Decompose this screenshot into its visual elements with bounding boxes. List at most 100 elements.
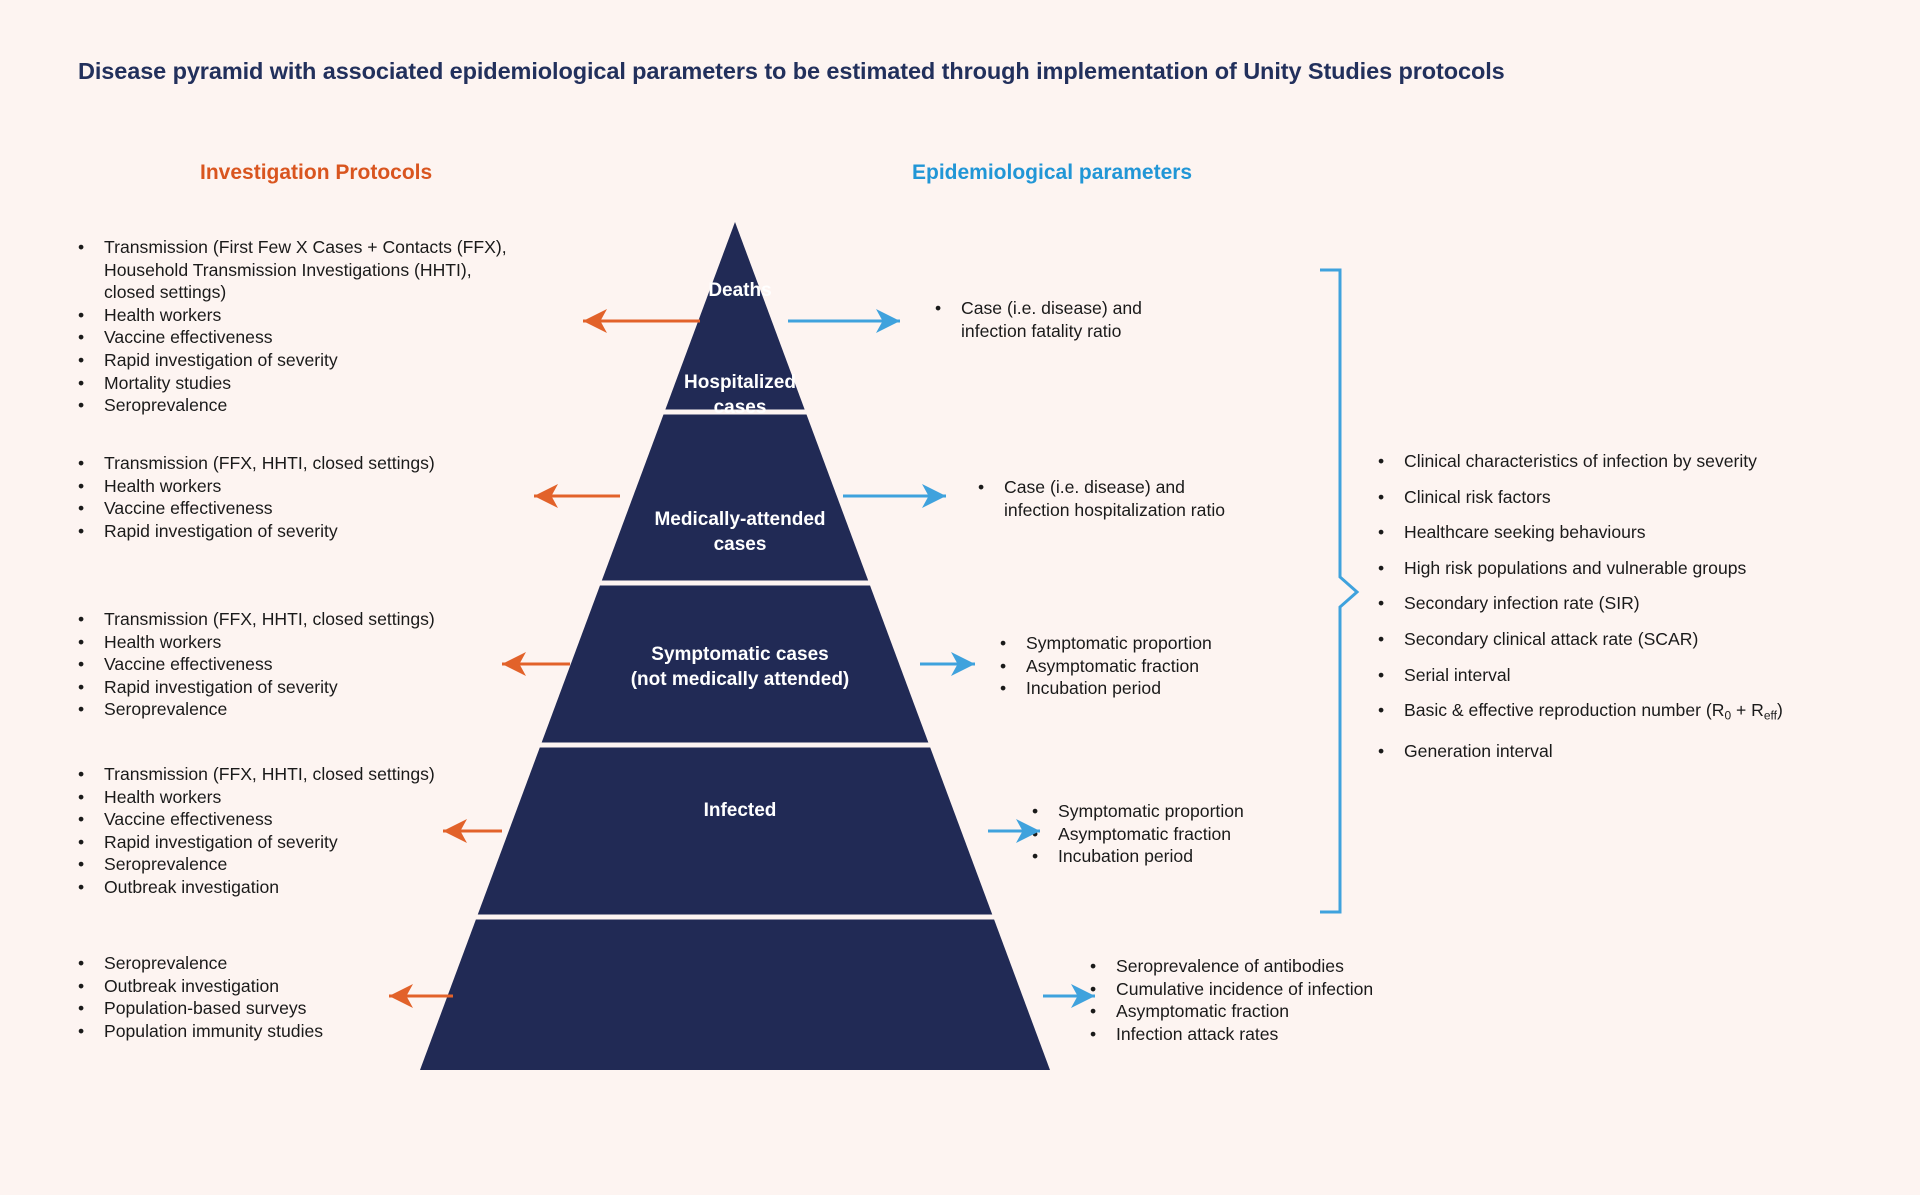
list-item: •Seroprevalence of antibodies bbox=[1090, 955, 1470, 978]
column-heading-epidemiological-parameters: Epidemiological parameters bbox=[912, 161, 1193, 184]
bullet-icon: • bbox=[78, 786, 85, 807]
list-item-label: Rapid investigation of severity bbox=[104, 349, 338, 370]
list-item: • Case (i.e. disease) and infection fatal… bbox=[935, 297, 1315, 342]
list-item-label: Health workers bbox=[104, 631, 222, 652]
list-parameters-deaths: • Case (i.e. disease) and infection fatal… bbox=[935, 297, 1315, 342]
list-item-label: Population immunity studies bbox=[104, 1020, 324, 1041]
pyramid-body bbox=[420, 222, 1050, 1070]
list-item-label: Health workers bbox=[104, 304, 222, 325]
list-item-label: Cumulative incidence of infection bbox=[1116, 978, 1374, 999]
list-item: •Vaccine effectiveness bbox=[78, 326, 548, 349]
page-title: Disease pyramid with associated epidemio… bbox=[78, 58, 1505, 85]
bullet-icon: • bbox=[1378, 451, 1385, 471]
list-item-label: Rapid investigation of severity bbox=[104, 520, 338, 541]
bullet-icon: • bbox=[978, 477, 985, 497]
bullet-icon: • bbox=[78, 498, 85, 519]
list-item-label: Infection attack rates bbox=[1116, 1023, 1279, 1044]
bullet-icon: • bbox=[78, 975, 85, 996]
list-item: • Population immunity studies bbox=[78, 1020, 548, 1043]
list-item-label: Outbreak investigation bbox=[104, 975, 280, 996]
list-item: •Symptomatic proportion bbox=[1000, 632, 1320, 655]
bullet-icon: • bbox=[78, 699, 85, 720]
bullet-icon: • bbox=[1378, 593, 1385, 614]
bullet-icon: • bbox=[78, 372, 85, 393]
list-item: •Infection attack rates bbox=[1090, 1023, 1470, 1046]
list-item: •Vaccine effectiveness bbox=[78, 497, 548, 520]
list-item: •Transmission (FFX, HHTI, closed setting… bbox=[78, 452, 548, 475]
list-item-label: Vaccine effectiveness bbox=[104, 809, 273, 830]
list-item: • Clinical characteristics of infection b… bbox=[1378, 450, 1878, 473]
list-item-label: Incubation period bbox=[1026, 678, 1161, 699]
list-item: •Asymptomatic fraction bbox=[1032, 823, 1352, 846]
list-item-label: Asymptomatic fraction bbox=[1116, 1001, 1290, 1022]
bullet-icon: • bbox=[78, 1020, 85, 1041]
list-item-label: Rapid investigation of severity bbox=[104, 831, 338, 852]
bullet-icon: • bbox=[78, 998, 85, 1019]
bullet-icon: • bbox=[78, 654, 85, 675]
list-item-label: Secondary clinical attack rate (SCAR) bbox=[1404, 628, 1699, 649]
list-item: • Rapid investigation of severity bbox=[78, 831, 548, 854]
bullet-icon: • bbox=[78, 453, 85, 473]
bullet-icon: • bbox=[935, 298, 942, 318]
list-parameters-symptomatic: • Symptomatic proportion•Asymptomatic fra… bbox=[1032, 800, 1352, 868]
list-item-label: Population-based surveys bbox=[104, 998, 307, 1019]
list-item: •Basic & effective reproduction number (… bbox=[1378, 699, 1878, 727]
list-item: • Outbreak investigation bbox=[78, 975, 548, 998]
list-item-label: Serial interval bbox=[1404, 664, 1511, 685]
list-item: •Seroprevalence bbox=[78, 853, 548, 876]
list-item: •Transmission (FFX, HHTI, closed setting… bbox=[78, 763, 548, 786]
bullet-icon: • bbox=[78, 809, 85, 830]
bullet-icon: • bbox=[78, 304, 85, 325]
list-item: •Vaccine effectiveness bbox=[78, 653, 548, 676]
bullet-icon: • bbox=[1000, 655, 1007, 676]
list-item-label: Health workers bbox=[104, 475, 222, 496]
list-item: •Mortality studies bbox=[78, 372, 548, 395]
list-item: •Health workers bbox=[78, 631, 548, 654]
list-item: •Case (i.e. disease) and infection hospi… bbox=[978, 476, 1358, 521]
bullet-icon: • bbox=[1378, 741, 1385, 762]
list-item-label: Healthcare seeking behaviours bbox=[1404, 522, 1646, 543]
list-item-label: Incubation period bbox=[1058, 846, 1193, 867]
list-item-label: Secondary infection rate (SIR) bbox=[1404, 593, 1640, 614]
list-item: •Transmission (FFX, HHTI, closed setting… bbox=[78, 608, 548, 631]
list-cross-cutting-parameters: • Clinical characteristics of infection b… bbox=[1378, 450, 1878, 776]
list-item-label: Seroprevalence bbox=[104, 699, 228, 720]
list-item-label: Clinical risk factors bbox=[1404, 486, 1551, 507]
list-item-label: Rapid investigation of severity bbox=[104, 676, 338, 697]
list-item-label: Case (i.e. disease) and infection fatali… bbox=[961, 298, 1142, 341]
list-protocols-deaths: • Transmission (First Few X Cases + Conta… bbox=[78, 236, 548, 417]
list-item: •Health workers bbox=[78, 786, 548, 809]
list-protocols-medically-attended: •Transmission (FFX, HHTI, closed setting… bbox=[78, 608, 548, 721]
list-item: •Rapid investigation of severity bbox=[78, 520, 548, 543]
column-heading-investigation-protocols: Investigation Protocols bbox=[200, 161, 433, 184]
list-item: • Seroprevalence bbox=[78, 698, 548, 721]
bullet-icon: • bbox=[78, 327, 85, 348]
page-title-lead: Disease pyramid bbox=[78, 58, 264, 84]
list-item: • Rapid investigation of severity bbox=[78, 349, 548, 372]
bullet-icon: • bbox=[1032, 801, 1039, 821]
bullet-icon: • bbox=[78, 395, 85, 416]
list-parameters-hospitalized: •Case (i.e. disease) and infection hospi… bbox=[978, 476, 1358, 521]
list-item-label: Asymptomatic fraction bbox=[1026, 655, 1200, 676]
list-parameters-infected: •Seroprevalence of antibodies• Cumulative… bbox=[1090, 955, 1470, 1045]
bullet-icon: • bbox=[78, 953, 85, 973]
list-item-label: Clinical characteristics of infection by… bbox=[1404, 451, 1757, 471]
bullet-icon: • bbox=[1378, 628, 1385, 649]
list-protocols-infected: • Seroprevalence • Outbreak investigation • P… bbox=[78, 952, 548, 1042]
list-item: •Outbreak investigation bbox=[78, 876, 548, 899]
list-item: •Rapid investigation of severity bbox=[78, 676, 548, 699]
bullet-icon: • bbox=[78, 831, 85, 852]
bullet-icon: • bbox=[78, 349, 85, 370]
bullet-icon: • bbox=[78, 237, 85, 257]
list-item-label: Transmission (FFX, HHTI, closed settings… bbox=[104, 764, 435, 784]
list-item: •Incubation period bbox=[1032, 845, 1352, 868]
list-item: •Healthcare seeking behaviours bbox=[1378, 521, 1878, 544]
list-item-label: Seroprevalence bbox=[104, 953, 228, 973]
bullet-icon: • bbox=[1032, 823, 1039, 844]
list-item: • Secondary infection rate (SIR) bbox=[1378, 592, 1878, 615]
list-item-label: Symptomatic proportion bbox=[1058, 801, 1244, 821]
bullet-icon: • bbox=[1090, 956, 1097, 976]
list-item-label: Transmission (First Few X Cases + Contac… bbox=[104, 237, 507, 303]
bullet-icon: • bbox=[1378, 664, 1385, 685]
